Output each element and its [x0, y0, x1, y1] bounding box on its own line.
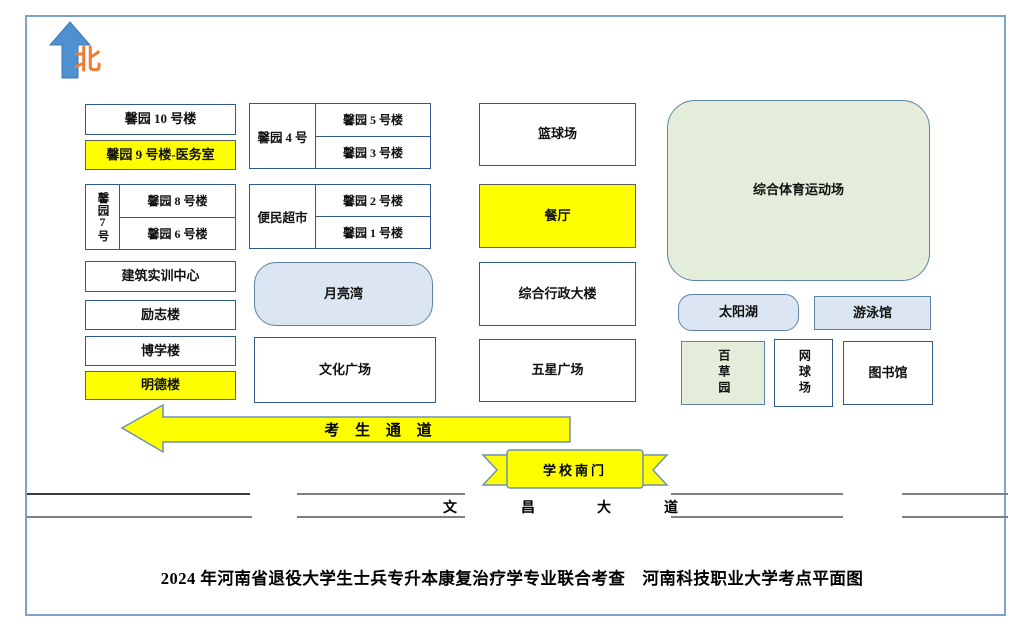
building-canteen: 餐厅	[479, 184, 636, 248]
road-name-char: 道	[664, 501, 678, 516]
building-group-xinyuan-4: 馨园 4 号 馨园 5 号楼 馨园 3 号楼	[249, 103, 431, 169]
building-lizhi: 励志楼	[85, 300, 236, 330]
area-moon-bay: 月亮湾	[254, 262, 433, 326]
north-arrow-icon	[48, 21, 92, 79]
building-boxue: 博学楼	[85, 336, 236, 366]
examinee-passage-arrow: 考 生 通 道	[120, 403, 571, 454]
building-admin: 综合行政大楼	[479, 262, 636, 326]
building-xinyuan-8: 馨园 8 号楼	[120, 185, 235, 218]
road-line	[297, 493, 465, 495]
building-xinyuan-1: 馨园 1 号楼	[342, 226, 403, 240]
south-gate-banner: 学校南门	[481, 449, 669, 489]
road-line	[902, 516, 1008, 518]
road-line	[671, 516, 843, 518]
road-name-char: 文	[443, 501, 457, 516]
road-line	[27, 493, 250, 495]
building-xinyuan-2: 馨园 2 号楼	[316, 185, 430, 217]
area-sports-ground: 综合体育运动场	[667, 100, 930, 281]
building-xinyuan-5: 馨园 5 号楼	[316, 104, 430, 137]
area-basketball-court: 篮球场	[479, 103, 636, 166]
map-title: 2024 年河南省退役大学生士兵专升本康复治疗学专业联合考查 河南科技职业大学考…	[160, 569, 864, 588]
north-label: 北	[74, 45, 101, 75]
building-xinyuan-4: 馨园 4 号	[250, 104, 316, 168]
area-herb-garden: 百草园	[681, 341, 765, 405]
road-name-char: 大	[597, 501, 611, 516]
building-library: 图书馆	[843, 341, 933, 405]
road-name-char: 昌	[521, 501, 535, 516]
building-xinyuan-10: 馨园 10 号楼	[85, 104, 236, 135]
building-construction-training-center: 建筑实训中心	[85, 261, 236, 292]
road-line	[27, 516, 252, 518]
area-sun-lake: 太阳湖	[678, 294, 799, 331]
map-border	[25, 15, 1006, 616]
road-line	[297, 516, 465, 518]
building-supermarket: 便民超市	[250, 185, 316, 248]
area-culture-square: 文化广场	[254, 337, 436, 403]
examinee-passage-label: 考 生 通 道	[324, 421, 437, 439]
building-xinyuan-9-clinic: 馨园 9 号楼-医务室	[85, 140, 236, 170]
building-group-supermarket: 便民超市 馨园 2 号楼 馨园 1 号楼	[249, 184, 431, 249]
south-gate-label: 学校南门	[543, 463, 607, 478]
area-five-star-square: 五星广场	[479, 339, 636, 402]
building-swimming-hall: 游泳馆	[814, 296, 931, 330]
area-tennis-court: 网球场	[774, 339, 833, 407]
road-line	[902, 493, 1008, 495]
building-xinyuan-6: 馨园 6 号楼	[147, 226, 208, 241]
building-xinyuan-7: 馨园7号	[86, 185, 120, 249]
building-xinyuan-3: 馨园 3 号楼	[342, 145, 403, 160]
road-line	[671, 493, 843, 495]
building-group-xinyuan-7: 馨园7号 馨园 8 号楼 馨园 6 号楼	[85, 184, 236, 250]
building-mingde: 明德楼	[85, 371, 236, 400]
